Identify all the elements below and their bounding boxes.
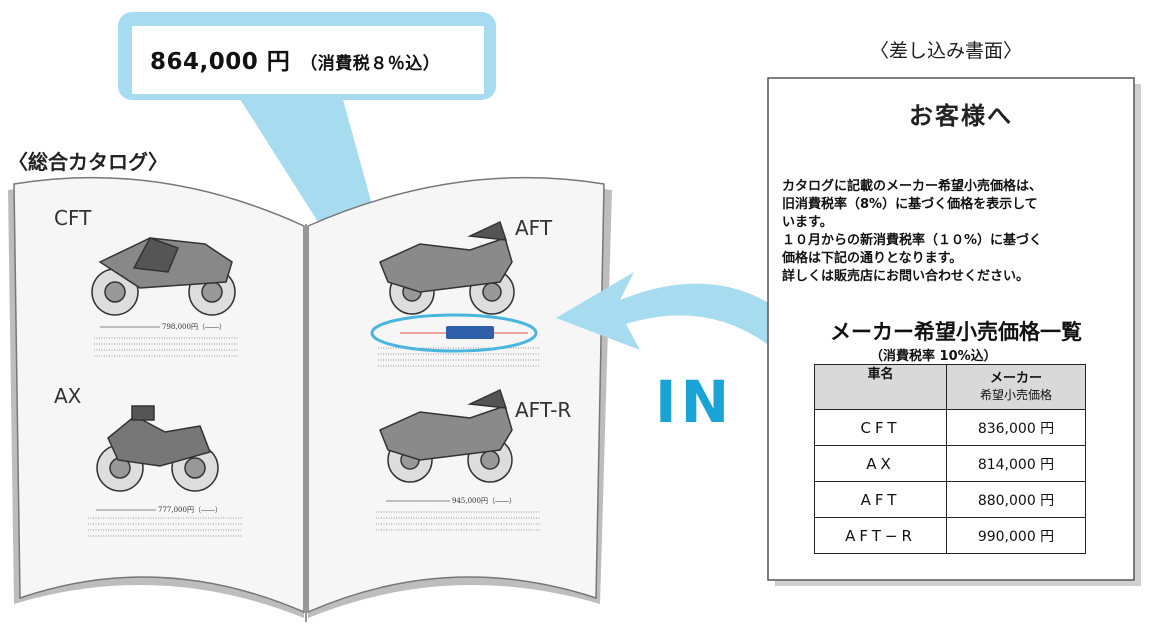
paper-body-line: カタログに記載のメーカー希望小売価格は、 <box>782 179 1043 194</box>
callout-inner <box>132 26 484 94</box>
in-label: IN <box>655 368 734 436</box>
callout-price: 864,000 円 <box>150 49 291 75</box>
table-header-row: 車名 メーカー 希望小売価格 <box>814 364 1086 410</box>
price-line-aftr: 945,000円（――） <box>452 497 516 505</box>
row-model-name: AFT <box>814 481 947 518</box>
header-price: メーカー 希望小売価格 <box>946 364 1086 410</box>
catalog-title: 〈総合カタログ〉 <box>8 150 168 174</box>
paper-body: カタログに記載のメーカー希望小売価格は、 旧消費税率（8%）に基づく価格を表示し… <box>782 178 1138 286</box>
paper-body-line: １０月からの新消費税率（１０%）に基づく <box>782 233 1043 248</box>
price-sticker <box>446 326 494 339</box>
table-row: AX 814,000 円 <box>814 445 1086 482</box>
table-row: CFT 836,000 円 <box>814 409 1086 446</box>
catalog-text-lines <box>88 337 540 537</box>
highlight-ellipse <box>370 313 538 353</box>
model-label-aft: AFT <box>515 216 553 240</box>
price-list-title: メーカー希望小売価格一覧 <box>830 320 1082 344</box>
model-label-cft: CFT <box>54 206 92 230</box>
callout-tax-note: （消費税８％込） <box>300 54 441 74</box>
table-row: AFT 880,000 円 <box>814 481 1086 518</box>
price-line-cft: 798,000円（――） <box>162 323 226 331</box>
motorcycle-aft-image <box>379 220 515 315</box>
paper-body-line: 詳しくは販売店にお問い合わせください。 <box>782 269 1030 284</box>
paper-body-line: います。 <box>782 215 833 230</box>
book-right-page <box>307 176 605 614</box>
row-price: 814,000 円 <box>946 445 1086 482</box>
motorcycle-cft-image <box>91 237 236 316</box>
motorcycle-ax-image <box>96 405 219 492</box>
price-table: 車名 メーカー 希望小売価格 CFT 836,000 円 AX 814,000 … <box>814 364 1086 554</box>
row-price: 880,000 円 <box>946 481 1086 518</box>
header-price-line2: 希望小売価格 <box>979 388 1052 402</box>
model-label-ax: AX <box>54 384 82 408</box>
paper-body-line: 価格は下記の通りとなります。 <box>782 251 963 266</box>
header-model-name: 車名 <box>814 364 947 410</box>
paper-heading: お客様へ <box>909 102 1013 130</box>
table-row: AFT−R 990,000 円 <box>814 517 1086 554</box>
insert-arrow <box>556 272 790 350</box>
header-price-line1: メーカー <box>989 371 1042 386</box>
row-model-name: CFT <box>814 409 947 446</box>
row-model-name: AX <box>814 445 947 482</box>
motorcycle-aftr-image <box>379 388 513 483</box>
model-label-aftr: AFT-R <box>515 398 572 422</box>
price-list-subtitle: （消費税率 10%込） <box>870 349 997 364</box>
row-model-name: AFT−R <box>814 517 947 554</box>
row-price: 836,000 円 <box>946 409 1086 446</box>
insert-title: 〈差し込み書面〉 <box>870 40 1023 62</box>
callout-price-text: 864,000 円 （消費税８％込） <box>150 42 440 76</box>
paper-body-line: 旧消費税率（8%）に基づく価格を表示して <box>782 197 1038 212</box>
price-line-ax: 777,000円（――） <box>158 506 222 514</box>
row-price: 990,000 円 <box>946 517 1086 554</box>
